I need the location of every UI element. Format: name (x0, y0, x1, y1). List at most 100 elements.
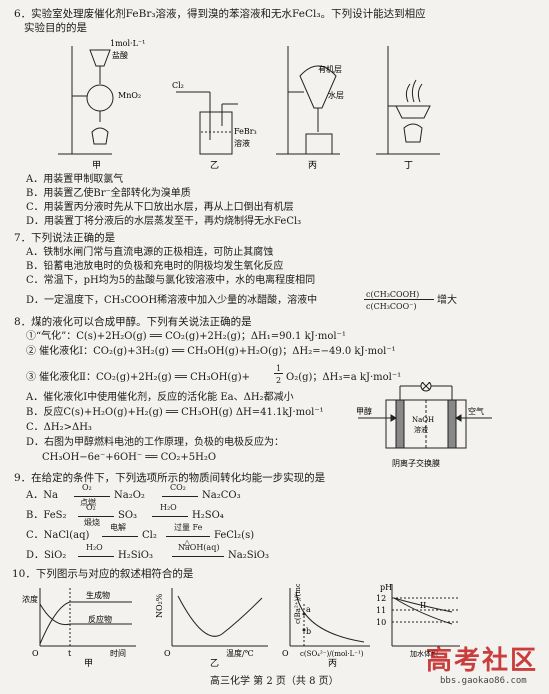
cell-methanol-label: 甲醇 (356, 406, 372, 416)
graph-bing-point-b (302, 628, 306, 632)
q9-c-arrow2 (166, 536, 210, 537)
q8-reaction-3-tail: O₂(g)；ΔH₃=a kJ·mol⁻¹ (286, 372, 402, 383)
q9-b-arrow1 (78, 516, 114, 517)
q9-option-a: A．Na O₂ 点燃 Na₂O₂ CO₂ Na₂CO₃ (26, 483, 346, 507)
q9-d-start: D．SiO₂ (26, 550, 67, 561)
graph-bing-xlabel: c(SO₄²⁻)/(mol·L⁻¹) (300, 650, 364, 658)
q7-fraction-bar (364, 299, 434, 300)
q10-graphs: 浓度 生成物 反应物 t O 时间 甲 NO₂% O 温度/℃ 乙 a b O … (22, 584, 460, 668)
q9-stem: 9．在给定的条件下，下列选项所示的物质间转化均能一步实现的是 (14, 472, 326, 484)
q6-apparatus-figure: 1mol·L⁻¹ 盐酸 MnO₂ 甲 Cl₂ FeBr₃ 溶液 乙 有机层 水层… (58, 39, 440, 171)
q7-fraction-numerator: c(CH₃COOH) (366, 290, 420, 299)
label-ding: 丁 (404, 161, 413, 171)
q9-b-cond1-bot: 煅烧 (84, 518, 100, 527)
q9-c-cond2-top: 过量 Fe (174, 523, 203, 532)
cell-naoh-label: NaOH (412, 416, 434, 424)
graph-yi-ylabel: NO₂% (155, 593, 164, 618)
q6-option-a: A．用装置甲制取氯气 (26, 174, 124, 185)
q9-a-mid: Na₂O₂ (114, 490, 145, 501)
q8-option-d: D．右图为甲醇燃料电池的工作原理，负极的电极反应为： (26, 437, 285, 448)
q8-option-b: B．反应C(s)+H₂O(g)+H₂(g) ══ CH₃OH(g) ΔH=41.… (26, 407, 324, 418)
q9-a-end: Na₂CO₃ (202, 490, 241, 501)
graph-jia-xlabel: 时间 (110, 648, 126, 658)
graph-ding-curve-ii: II (420, 601, 426, 610)
graph-ding-ylabel: pH (380, 584, 392, 592)
q8-option-c: C．ΔH₂>ΔH₃ (26, 422, 92, 433)
graph-bing-origin: O (282, 649, 289, 658)
q9-d-arrow1 (78, 556, 114, 557)
q6-option-d: D．用装置丁将分液后的水层蒸发至干，再灼烧制得无水FeCl₃ (26, 216, 302, 227)
graph-jia-ylabel: 浓度 (22, 594, 38, 604)
label-hcl: 盐酸 (112, 50, 128, 60)
graph-yi-origin: O (164, 649, 171, 658)
q9-a-cond1-bot: 点燃 (80, 498, 96, 507)
q6-option-c: C．用装置丙分液时先从下口放出水层，再从上口倒出有机层 (26, 202, 294, 213)
fuel-cell-diagram: 甲醇 空气 NaOH 溶液 阴离子交换膜 (356, 382, 492, 468)
graph-ding-tick-11: 11 (376, 606, 386, 615)
q9-c-mid: Cl₂ (142, 530, 157, 541)
label-jia: 甲 (92, 160, 101, 171)
q6-option-b: B．用装置乙使Br⁻全部转化为溴单质 (26, 188, 191, 199)
q9-b-cond1-top: O₂ (86, 503, 96, 512)
q8-option-a: A．催化液化Ⅰ中使用催化剂，反应的活化能 Ea、ΔH₂都减小 (26, 392, 294, 403)
graph-ding-tick-12: 12 (376, 594, 386, 603)
q8-option-d-equation: CH₃OH−6e⁻+6OH⁻ ══ CO₂+5H₂O (42, 452, 217, 463)
graph-bing-b: b (306, 627, 311, 636)
q9-d-cond2-top: NaOH(aq) (178, 543, 220, 552)
q9-c-cond1-top: 电解 (110, 523, 126, 532)
q8-reaction-2: ② 催化液化Ⅰ：CO₂(g)+3H₂(g) ══ CH₃OH(g)+H₂O(g)… (26, 346, 396, 357)
q9-c-end: FeCl₂(s) (214, 530, 255, 541)
q9-a-cond1-top: O₂ (82, 483, 92, 492)
graph-bing-name: 丙 (328, 658, 337, 668)
q7-fraction-tail: 增大 (437, 295, 457, 306)
graph-ding-tick-10: 10 (376, 618, 386, 627)
graph-yi-xlabel: 温度/℃ (226, 648, 254, 658)
cell-solution-label: 溶液 (414, 425, 428, 434)
graph-jia-name: 甲 (84, 658, 93, 668)
q9-option-c: C．NaCl(aq) 电解 Cl₂ 过量 Fe △ FeCl₂(s) (26, 523, 346, 547)
q9-d-end: Na₂SiO₃ (228, 550, 269, 561)
q7-fraction-denominator: c(CH₃COO⁻) (366, 302, 417, 311)
q7-option-d: D．一定温度下，CH₃COOH稀溶液中加入少量的冰醋酸，溶液中 (26, 295, 318, 306)
q7-option-a: A．铁制水闸门常与直流电源的正极相连，可防止其腐蚀 (26, 247, 274, 258)
cell-membrane-label: 阴离子交换膜 (392, 458, 440, 468)
watermark-url: bbs.gaokao86.com (440, 676, 527, 686)
label-hcl-conc: 1mol·L⁻¹ (110, 39, 145, 48)
q9-a-arrow1 (74, 496, 110, 497)
graph-jia-origin: O (32, 649, 39, 658)
q9-d-mid: H₂SiO₃ (118, 550, 153, 561)
q7-option-b: B．铅蓄电池放电时的负极和充电时的阴极均发生氧化反应 (26, 261, 284, 272)
graph-bing-ylabel: c(Ba²⁺)/(mol·L⁻¹) (294, 584, 302, 624)
label-mno2: MnO₂ (118, 91, 141, 100)
graph-yi-name: 乙 (210, 658, 219, 668)
q9-option-d: D．SiO₂ H₂O H₂SiO₃ NaOH(aq) Na₂SiO₃ (26, 543, 346, 566)
q9-option-b: B．FeS₂ O₂ 煅烧 SO₃ H₂O H₂SO₄ (26, 503, 346, 527)
q7-option-c: C．常温下，pH均为5的盐酸与氯化铵溶液中，水的电离程度相同 (26, 275, 316, 286)
q9-b-mid: SO₃ (118, 510, 138, 521)
q10-stem: 10．下列图示与对应的叙述相符合的是 (12, 568, 194, 580)
graph-jia-reactant: 反应物 (88, 614, 112, 624)
graph-jia-t: t (68, 649, 72, 658)
q9-c-cond2-bot: △ (184, 538, 191, 547)
label-cl2: Cl₂ (172, 81, 184, 90)
label-organic-layer: 有机层 (318, 64, 342, 74)
label-febr3: FeBr₃ (234, 127, 257, 136)
label-water-layer: 水层 (328, 90, 344, 100)
q9-d-arrow2 (172, 556, 224, 557)
q9-c-arrow1 (102, 536, 138, 537)
q6-stem-line2: 实验目的的是 (24, 22, 87, 34)
q9-a-cond2-top: CO₂ (170, 483, 186, 492)
q9-a-arrow2 (162, 496, 198, 497)
q8-half-denominator: 2 (276, 376, 282, 385)
q8-half-numerator: 1 (276, 364, 282, 373)
q8-half-bar (274, 373, 283, 374)
q9-b-cond2-top: H₂O (160, 503, 177, 512)
label-yi: 乙 (210, 160, 219, 171)
q9-a-start: A．Na (26, 490, 58, 501)
q8-stem: 8．煤的液化可以合成甲醇。下列有关说法正确的是 (14, 316, 252, 328)
q6-stem-line1: 6．实验室处理废催化剂FeBr₃溶液，得到溴的苯溶液和无水FeCl₃。下列设计能… (14, 8, 426, 20)
q8-reaction-3: ③ 催化液化Ⅱ：CO₂(g)+2H₂(g) ══ CH₃OH(g)+ (26, 372, 250, 383)
q9-b-arrow2 (152, 516, 188, 517)
label-bing: 丙 (308, 160, 317, 171)
